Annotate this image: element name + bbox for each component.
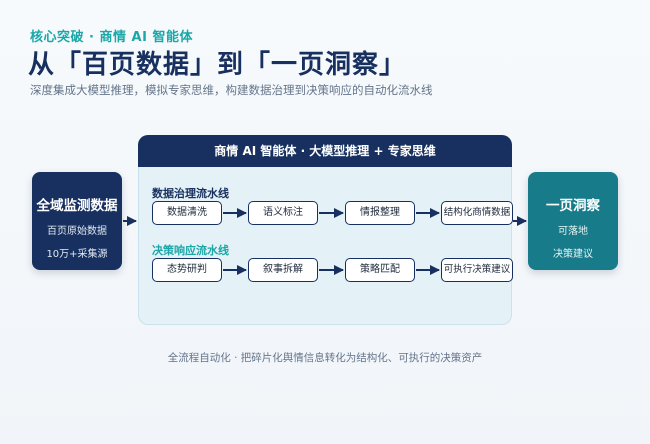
row2-step-2: 叙事拆解 xyxy=(248,258,318,282)
row2-step-4: 可执行决策建议 xyxy=(441,258,513,282)
row1-step-3: 情报整理 xyxy=(345,201,415,225)
output-title: 一页洞察 xyxy=(546,198,600,214)
eyebrow-label: 核心突破 · 商情 AI 智能体 xyxy=(30,30,193,45)
page-subtitle: 深度集成大模型推理，模拟专家思维，构建数据治理到决策响应的自动化流水线 xyxy=(30,83,433,97)
row1-step-4: 结构化商情数据 xyxy=(441,201,513,225)
engine-header: 商情 AI 智能体 · 大模型推理 + 专家思维 xyxy=(138,135,512,167)
output-line-1: 可落地 xyxy=(558,226,588,237)
row1-step-2: 语义标注 xyxy=(248,201,318,225)
input-line-2: 10万+采集源 xyxy=(46,249,108,260)
output-box: 一页洞察 可落地 决策建议 xyxy=(528,172,618,270)
row2-step-3: 策略匹配 xyxy=(345,258,415,282)
row1-label: 数据治理流水线 xyxy=(152,187,229,200)
input-title: 全域监测数据 xyxy=(36,198,118,214)
output-line-2: 决策建议 xyxy=(553,249,593,260)
row2-label: 决策响应流水线 xyxy=(152,244,229,257)
row1-step-1: 数据清洗 xyxy=(152,201,222,225)
page-title: 从「百页数据」到「一页洞察」 xyxy=(28,50,407,80)
input-line-1: 百页原始数据 xyxy=(47,226,107,237)
input-box: 全域监测数据 百页原始数据 10万+采集源 xyxy=(32,172,122,270)
footer-caption: 全流程自动化 · 把碎片化舆情信息转化为结构化、可执行的决策资产 xyxy=(167,352,483,364)
row2-step-1: 态势研判 xyxy=(152,258,222,282)
